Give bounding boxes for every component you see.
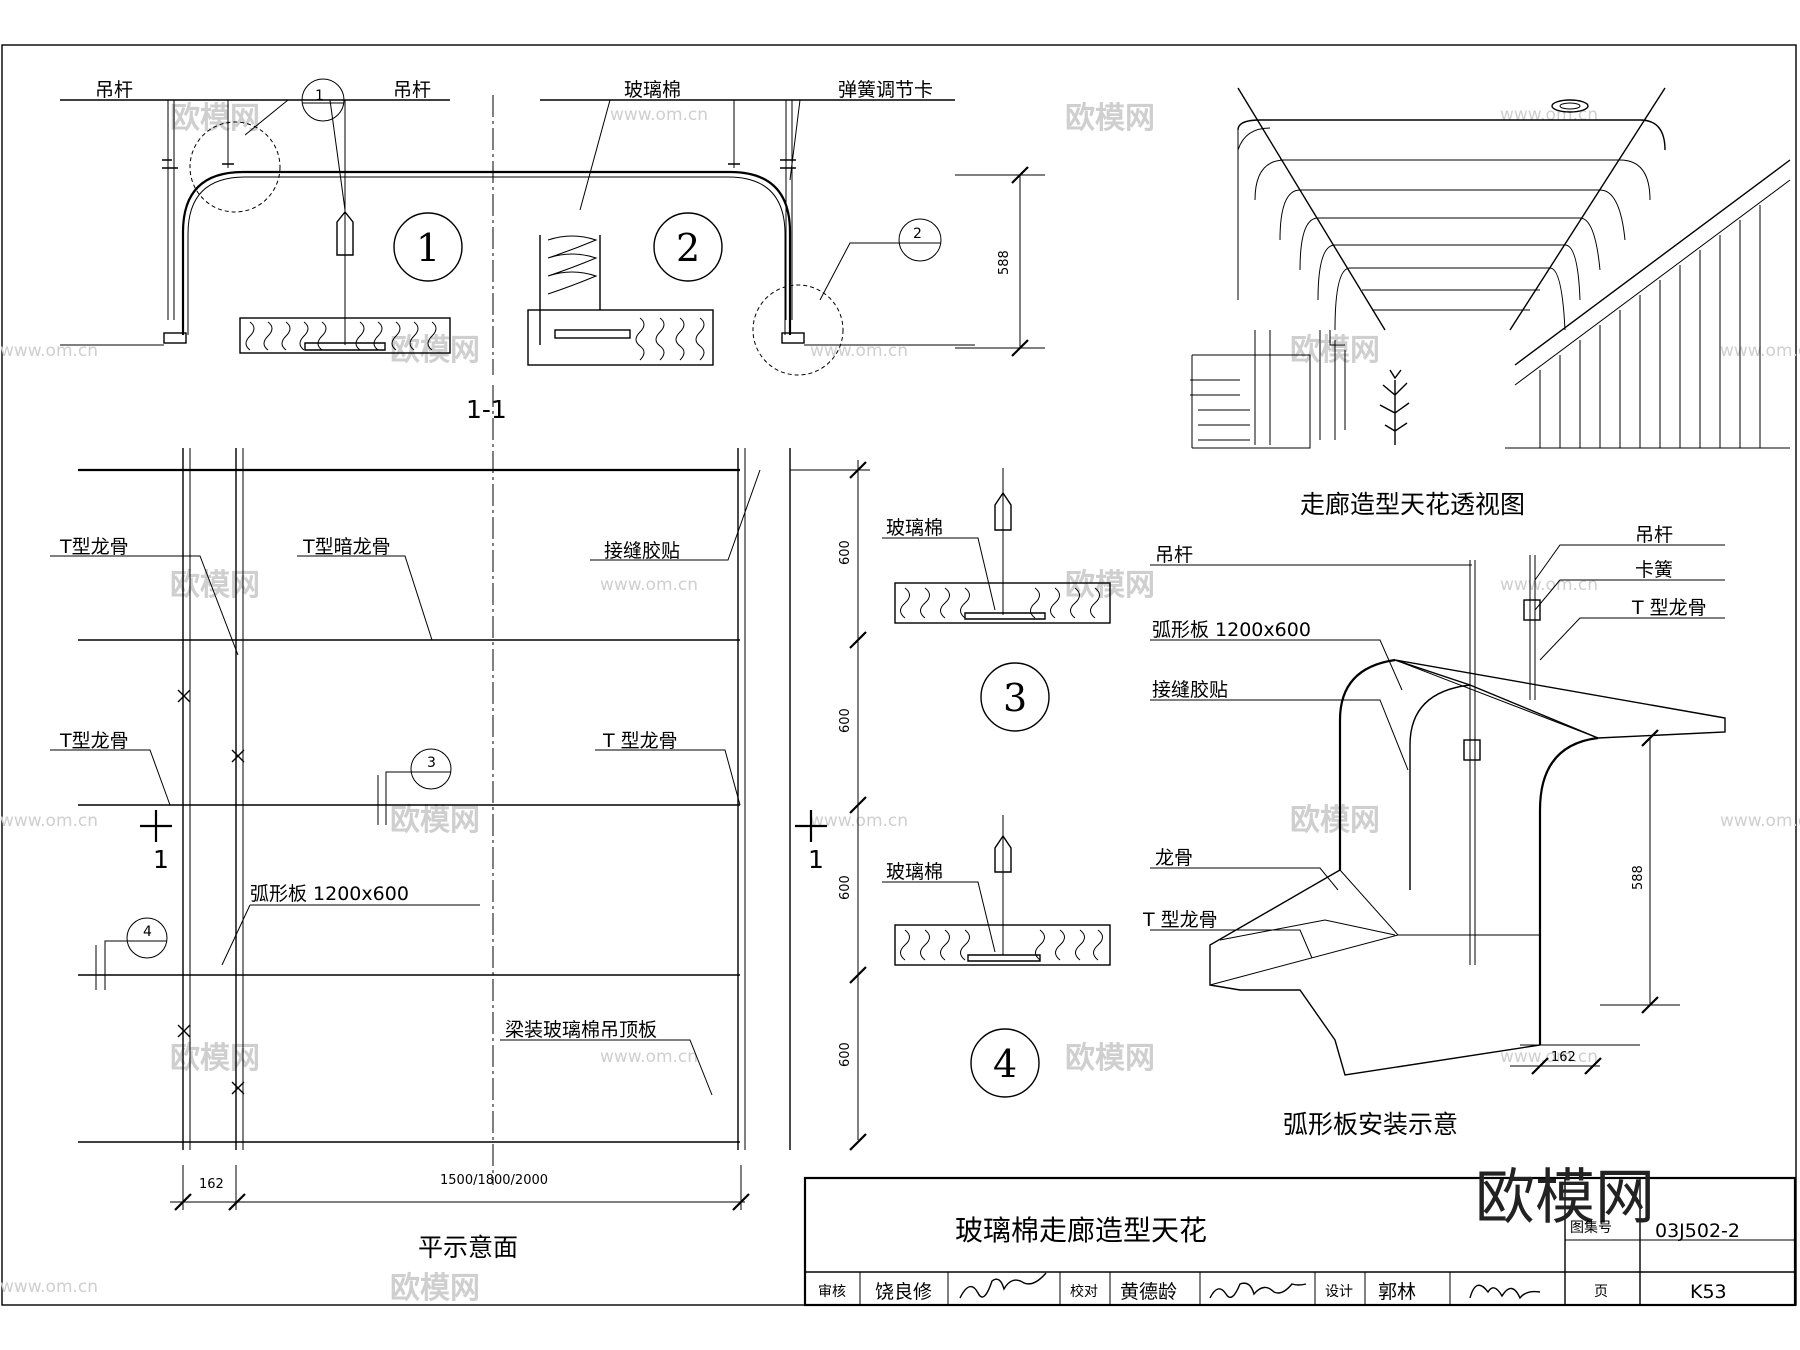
detail-ref-2-number: 2 <box>913 226 922 242</box>
title-block <box>803 1176 1797 1307</box>
install-caption: 弧形板安装示意 <box>1283 1110 1458 1139</box>
install-dim-height: 588 <box>1631 865 1646 890</box>
check-label: 校对 <box>1070 1283 1098 1300</box>
page-number: K53 <box>1690 1281 1727 1303</box>
design-label: 设计 <box>1325 1284 1353 1300</box>
watermark-url: www.om.cn <box>1720 811 1800 831</box>
plan-dim-600-d: 600 <box>838 1042 853 1067</box>
install-label-hanger-b: 吊杆 <box>1155 544 1193 566</box>
section-circle-2: 2 <box>676 226 700 270</box>
watermark-url: www.om.cn <box>810 811 908 831</box>
drawing-title: 玻璃棉走廊造型天花 <box>955 1214 1207 1247</box>
plan-dim-600-b: 600 <box>838 708 853 733</box>
atlas-label: 图集号 <box>1570 1219 1612 1236</box>
plan-label-joint-tape: 接缝胶贴 <box>604 540 680 562</box>
watermark-url: www.om.cn <box>1500 1047 1598 1067</box>
detail4-ref: 4 <box>993 1042 1017 1086</box>
plan-dim-span: 1500/1800/2000 <box>440 1173 548 1188</box>
plan-dim-600-c: 600 <box>838 875 853 900</box>
detail-3-drawing <box>882 468 1111 732</box>
checker-signature <box>1209 1282 1307 1299</box>
watermark-url: www.om.cn <box>0 341 98 361</box>
plan-label-t-keel-3: T 型龙骨 <box>602 730 678 752</box>
plan-dim-162: 162 <box>199 1177 224 1192</box>
review-label: 审核 <box>818 1284 846 1300</box>
section-height-dim: 588 <box>997 250 1012 275</box>
watermark: 欧模网 <box>390 333 480 368</box>
watermark-url: www.om.cn <box>600 1047 698 1067</box>
plan-label-t-keel-1: T型龙骨 <box>59 536 129 558</box>
page-label: 页 <box>1594 1284 1608 1300</box>
section-1-1-drawing <box>60 78 1045 376</box>
plan-label-t-hidden-keel: T型暗龙骨 <box>302 536 391 558</box>
perspective-caption: 走廊造型天花透视图 <box>1300 490 1525 519</box>
atlas-number: 03J502-2 <box>1655 1220 1740 1242</box>
watermark: 欧模网 <box>390 803 480 838</box>
watermark-url: www.om.cn <box>810 341 908 361</box>
watermark-url: www.om.cn <box>600 575 698 595</box>
plan-caption: 平示意面 <box>418 1233 518 1262</box>
plan-label-arc-panel: 弧形板 1200x600 <box>250 883 409 905</box>
install-label-t-keel-2: T 型龙骨 <box>1142 909 1218 931</box>
install-label-spring: 卡簧 <box>1635 559 1673 581</box>
perspective-drawing <box>1190 87 1791 449</box>
checker-name: 黄德龄 <box>1120 1281 1177 1303</box>
reviewer-signature <box>959 1272 1047 1299</box>
plan-ref-3: 3 <box>427 755 436 771</box>
plan-label-glass-wool-panel: 梁装玻璃棉吊顶板 <box>505 1019 657 1041</box>
brand-watermark: 欧模网 <box>1475 1163 1655 1233</box>
watermark: 欧模网 <box>1065 101 1155 136</box>
watermark: 欧模网 <box>170 1041 260 1076</box>
install-drawing <box>1150 544 1726 1076</box>
designer-signature <box>1469 1284 1541 1300</box>
watermark-url: www.om.cn <box>1500 105 1598 125</box>
section-title: 1-1 <box>466 395 507 424</box>
install-label-arc-panel: 弧形板 1200x600 <box>1152 619 1311 641</box>
watermark-url: www.om.cn <box>0 811 98 831</box>
install-label-keel: 龙骨 <box>1155 847 1193 869</box>
plan-drawing <box>50 385 870 1211</box>
plan-label-t-keel-2: T型龙骨 <box>59 730 129 752</box>
watermark-url: www.om.cn <box>610 105 708 125</box>
reviewer-name: 饶良修 <box>875 1281 932 1303</box>
watermark-url: www.om.cn <box>1500 575 1598 595</box>
detail-4-drawing <box>882 815 1111 1098</box>
watermark: 欧模网 <box>170 101 260 136</box>
detail3-label: 玻璃棉 <box>886 517 943 539</box>
install-label-hanger-a: 吊杆 <box>1635 524 1673 546</box>
detail3-ref: 3 <box>1003 676 1027 720</box>
install-label-joint-tape: 接缝胶贴 <box>1152 679 1228 701</box>
designer-name: 郭林 <box>1378 1281 1416 1303</box>
section-circle-1: 1 <box>416 226 440 270</box>
sheet-border <box>1 44 1797 1306</box>
plan-section-mark-left: 1 <box>153 845 169 874</box>
watermark: 欧模网 <box>1290 803 1380 838</box>
detail4-label: 玻璃棉 <box>886 861 943 883</box>
label-hanger-left: 吊杆 <box>95 79 133 101</box>
plan-ref-4: 4 <box>143 924 152 940</box>
watermark: 欧模网 <box>170 568 260 603</box>
label-glass-wool-top: 玻璃棉 <box>624 79 681 101</box>
label-spring-clip: 弹簧调节卡 <box>838 79 933 101</box>
watermark: 欧模网 <box>390 1271 480 1306</box>
plan-section-mark-right: 1 <box>808 845 824 874</box>
watermark-url: www.om.cn <box>0 1277 98 1297</box>
plan-dim-600-a: 600 <box>838 540 853 565</box>
watermark-layer: 欧模网 www.om.cn 欧模网 www.om.cn 欧模网 www.om.c… <box>0 101 1800 1306</box>
label-hanger-mid: 吊杆 <box>393 79 431 101</box>
install-label-t-keel: T 型龙骨 <box>1631 597 1707 619</box>
detail-ref-1-number: 1 <box>315 88 324 104</box>
watermark: 欧模网 <box>1065 1041 1155 1076</box>
install-dim-width: 162 <box>1551 1050 1576 1065</box>
